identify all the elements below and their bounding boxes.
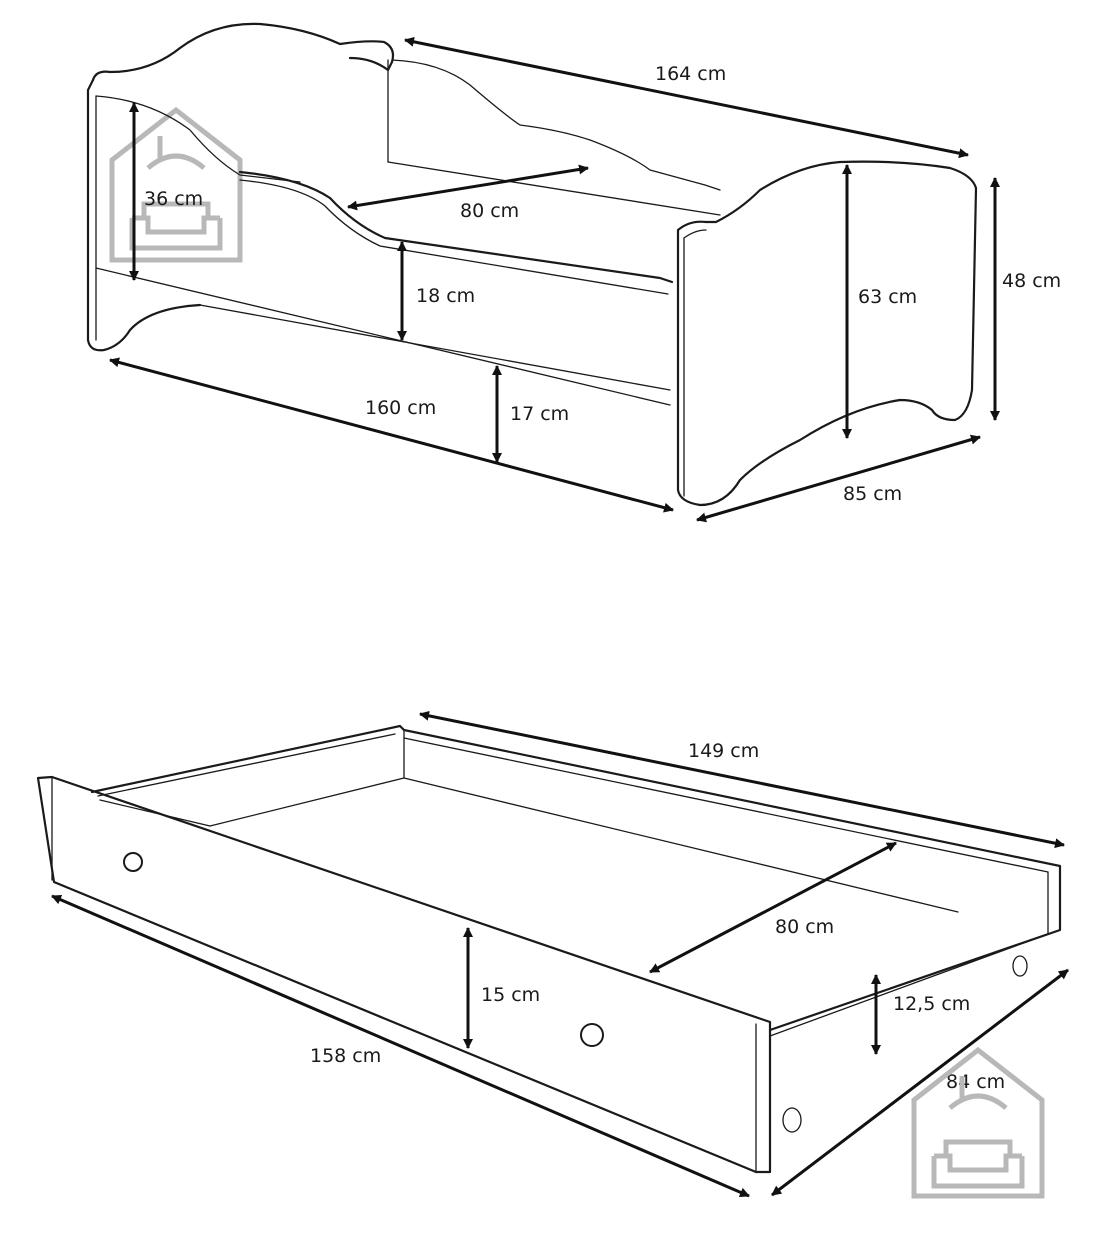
label-drawer-inner-width: 80 cm [775,916,834,938]
dim-arrow-drawer-inner-width [649,841,897,974]
label-bed-footboard-height: 63 cm [858,286,917,308]
label-bed-depth: 85 cm [843,483,902,505]
bed-drawing [86,22,978,507]
label-bed-side-height: 36 cm [144,188,203,210]
house-sofa-logo-icon [109,106,243,263]
drawer-front-panel [36,775,772,1174]
dim-arrow-drawer-length-outer [51,894,750,1198]
label-bed-length-bottom: 160 cm [365,397,436,419]
dim-arrow-bed-inner-width [347,164,589,211]
label-drawer-depth: 84 cm [946,1071,1005,1093]
dim-arrow-drawer-depth [771,968,1069,1197]
dim-arrow-bed-depth [696,434,981,523]
bed-headboard [91,22,395,82]
label-drawer-side-height: 12,5 cm [893,993,970,1015]
label-drawer-length-outer: 158 cm [310,1045,381,1067]
dim-arrow-bed-length-bottom [109,357,674,513]
label-bed-clearance: 17 cm [510,403,569,425]
dim-arrow-drawer-length-inner [419,710,1065,849]
drawer-handle-right [580,1023,604,1047]
label-drawer-length-inner: 149 cm [688,740,759,762]
label-drawer-height: 15 cm [481,984,540,1006]
drawer-drawing [36,724,1062,1174]
label-bed-headboard-height: 48 cm [1002,270,1061,292]
drawer-handle-left [123,852,143,872]
bed-footboard [676,160,978,507]
label-bed-length-top: 164 cm [655,63,726,85]
label-bed-mattress-gap: 18 cm [416,285,475,307]
house-sofa-logo-icon [911,1046,1045,1199]
label-bed-inner-width: 80 cm [460,200,519,222]
dim-arrow-bed-length-top [404,36,969,159]
